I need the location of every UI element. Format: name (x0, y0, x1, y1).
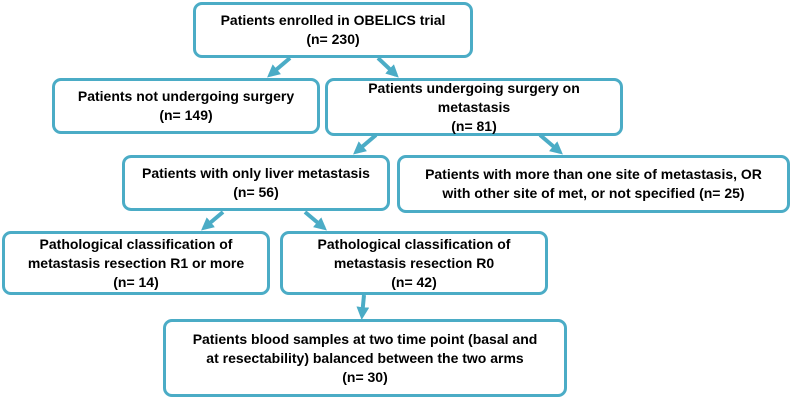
box-blood-samples: Patients blood samples at two time point… (163, 319, 567, 397)
box-not-surgery: Patients not undergoing surgery (n= 149) (52, 78, 320, 134)
arrow-enrolled-to-surgery (376, 56, 399, 78)
box-blood-samples-line2: at resectability) balanced between the t… (206, 349, 524, 366)
arrow-liver-to-r0 (303, 210, 327, 231)
box-r0-line1: Pathological classification of (317, 235, 511, 252)
box-r1-more-line3: (n= 14) (113, 273, 159, 290)
box-other-sites: Patients with more than one site of meta… (397, 155, 790, 213)
box-r1-more: Pathological classification of metastasi… (2, 231, 270, 295)
box-r1-more-line2: metastasis resection R1 or more (27, 254, 245, 271)
box-liver-only-line2: (n= 56) (233, 184, 279, 200)
box-other-sites-line2: with other site of met, or not specified… (442, 185, 745, 201)
box-r0: Pathological classification of metastasi… (280, 231, 548, 295)
box-enrolled-line1: Patients enrolled in OBELICS trial (220, 12, 446, 28)
arrow-surgery-to-other-sites (538, 133, 563, 155)
arrow-surgery-to-liver-only (353, 133, 378, 155)
arrow-r0-to-blood-samples (356, 294, 370, 320)
box-not-surgery-line2: (n= 149) (159, 107, 213, 123)
box-surgery: Patients undergoing surgery on metastasi… (325, 78, 623, 136)
box-other-sites-line1: Patients with more than one site of meta… (425, 166, 762, 182)
box-r1-more-line1: Pathological classification of (39, 235, 233, 252)
box-surgery-line1: Patients undergoing surgery on (368, 79, 580, 96)
box-blood-samples-line1: Patients blood samples at two time point… (192, 330, 538, 347)
box-r0-line2: metastasis resection R0 (333, 254, 495, 271)
box-blood-samples-line3: (n= 30) (342, 368, 388, 385)
box-surgery-line3: (n= 81) (451, 117, 497, 134)
box-liver-only-line1: Patients with only liver metastasis (142, 165, 370, 181)
box-not-surgery-line1: Patients not undergoing surgery (77, 88, 295, 104)
arrow-liver-to-r1-more (201, 210, 225, 231)
arrow-enrolled-to-not-surgery (267, 56, 292, 78)
box-enrolled-line2: (n= 230) (306, 31, 360, 47)
box-r0-line3: (n= 42) (391, 273, 437, 290)
box-surgery-line2: metastasis (437, 98, 511, 115)
box-enrolled: Patients enrolled in OBELICS trial (n= 2… (193, 2, 473, 58)
box-liver-only: Patients with only liver metastasis (n= … (122, 155, 390, 211)
